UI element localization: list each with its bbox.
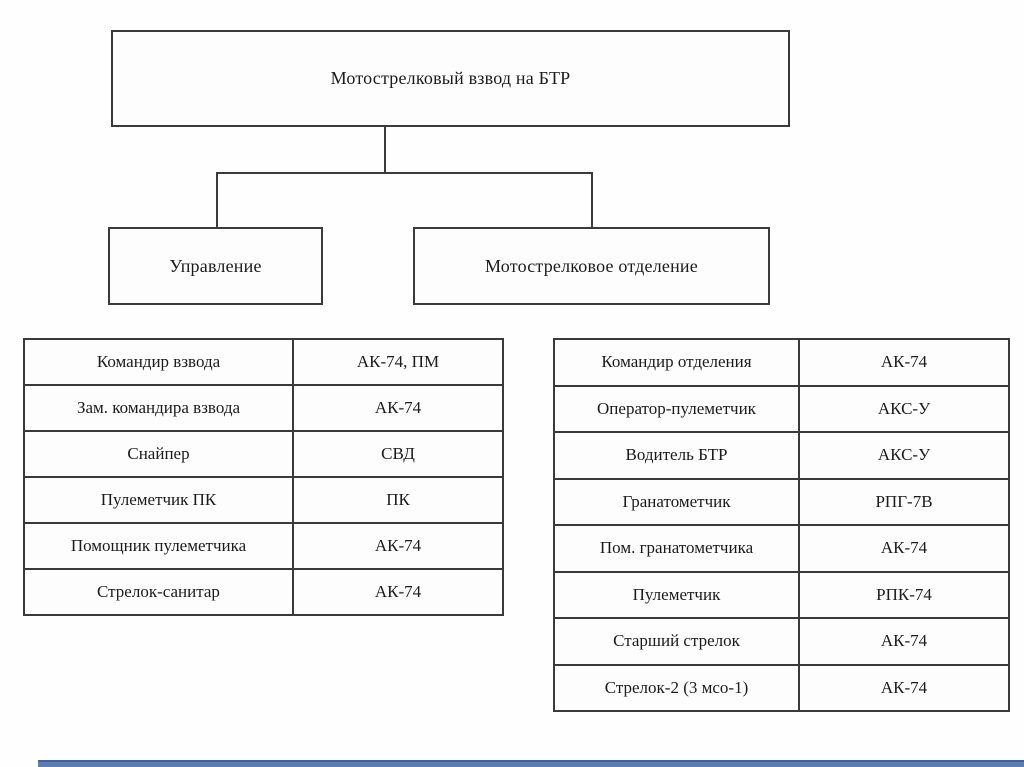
table-row: Стрелок-2 (3 мсо-1)АК-74 (553, 663, 1010, 712)
role-cell: Гранатометчик (553, 477, 800, 526)
role-cell: Снайпер (23, 430, 294, 478)
weapon-cell: АКС-У (798, 431, 1010, 480)
weapon-cell: РПГ-7В (798, 477, 1010, 526)
role-cell: Старший стрелок (553, 617, 800, 666)
role-cell: Командир отделения (553, 338, 800, 387)
weapon-cell: АК-74 (292, 384, 504, 432)
weapon-cell: АКС-У (798, 384, 1010, 433)
org-child-box-squad: Мотострелковое отделение (413, 227, 770, 305)
weapon-cell: АК-74, ПМ (292, 338, 504, 386)
connector-stem (384, 127, 386, 173)
weapon-cell: ПК (292, 476, 504, 524)
role-cell: Зам. командира взвода (23, 384, 294, 432)
weapon-cell: АК-74 (292, 568, 504, 616)
weapon-cell: АК-74 (798, 663, 1010, 712)
role-cell: Водитель БТР (553, 431, 800, 480)
slide-accent-bar (38, 760, 1024, 767)
weapon-cell: АК-74 (292, 522, 504, 570)
role-cell: Пулеметчик (553, 570, 800, 619)
role-cell: Командир взвода (23, 338, 294, 386)
role-cell: Стрелок-санитар (23, 568, 294, 616)
org-root-box: Мотострелковый взвод на БТР (111, 30, 790, 127)
connector-horizontal (216, 172, 593, 174)
weapon-cell: СВД (292, 430, 504, 478)
role-cell: Оператор-пулеметчик (553, 384, 800, 433)
connector-drop-right (591, 172, 593, 229)
weapon-cell: АК-74 (798, 338, 1010, 387)
weapon-cell: АК-74 (798, 617, 1010, 666)
role-cell: Пулеметчик ПК (23, 476, 294, 524)
role-cell: Пом. гранатометчика (553, 524, 800, 573)
role-cell: Помощник пулеметчика (23, 522, 294, 570)
weapon-cell: РПК-74 (798, 570, 1010, 619)
connector-drop-left (216, 172, 218, 229)
org-child-box-command: Управление (108, 227, 323, 305)
weapon-cell: АК-74 (798, 524, 1010, 573)
role-cell: Стрелок-2 (3 мсо-1) (553, 663, 800, 712)
